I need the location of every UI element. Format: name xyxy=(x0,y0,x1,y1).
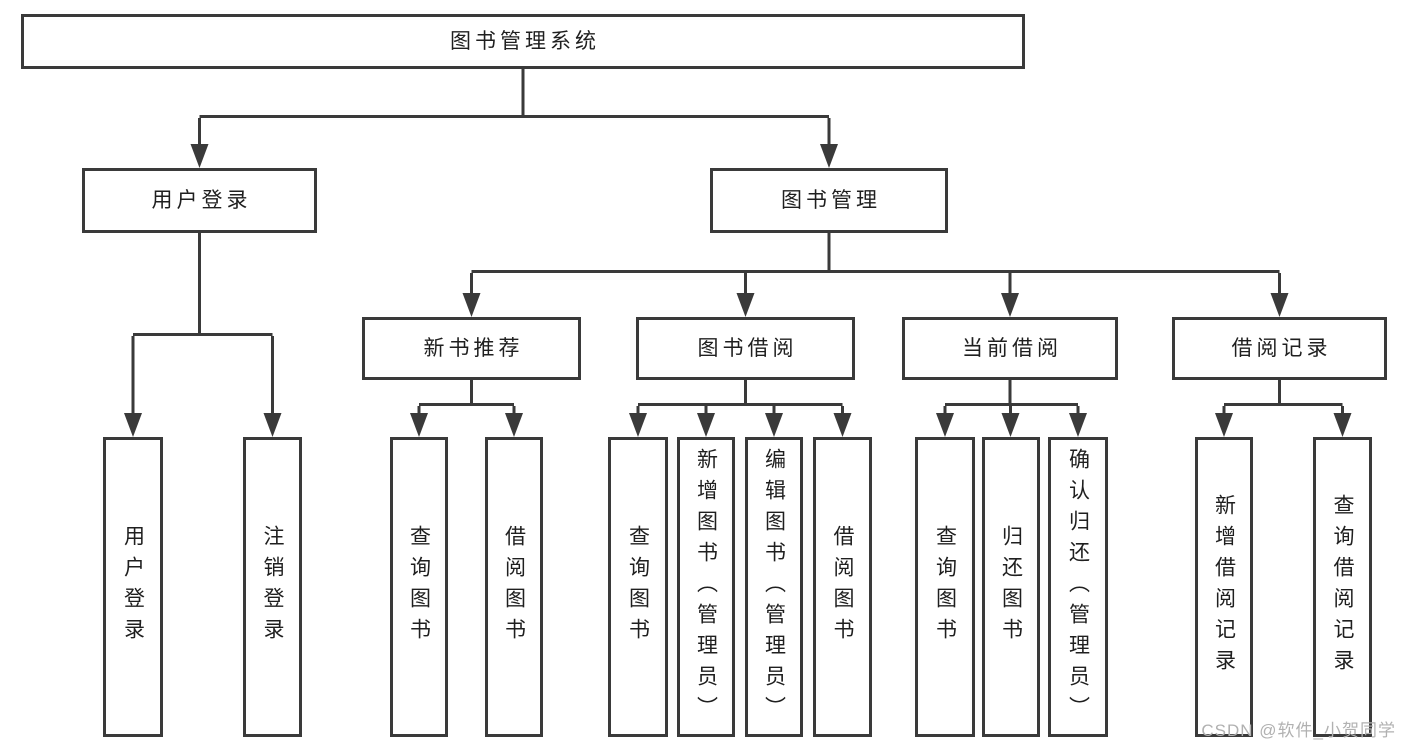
node-label: 归还图书 xyxy=(999,525,1023,649)
leaf-add-book-admin: 新增图书（管理员） xyxy=(677,437,735,737)
leaf-borrow-books-borrowing: 借阅图书 xyxy=(813,437,872,737)
leaf-return-book: 归还图书 xyxy=(982,437,1040,737)
node-borrowing-records: 借阅记录 xyxy=(1172,317,1387,380)
leaf-borrow-books-recommend: 借阅图书 xyxy=(485,437,543,737)
csdn-watermark: CSDN @软件_小贺同学 xyxy=(1201,721,1396,740)
node-label: 图书借阅 xyxy=(697,337,798,360)
leaf-logout: 注销登录 xyxy=(243,437,302,737)
node-current-borrowing: 当前借阅 xyxy=(902,317,1118,380)
node-label: 当前借阅 xyxy=(962,337,1062,360)
node-label: 新增图书（管理员） xyxy=(694,447,718,727)
node-root-library-system: 图书管理系统 xyxy=(21,14,1025,69)
node-label: 确认归还（管理员） xyxy=(1066,447,1090,727)
node-label: 用户登录 xyxy=(151,189,252,212)
node-label: 编辑图书（管理员） xyxy=(762,447,786,727)
node-label: 查询图书 xyxy=(407,525,431,649)
node-label: 新增借阅记录 xyxy=(1212,494,1236,680)
leaf-user-login: 用户登录 xyxy=(103,437,163,737)
node-label: 新书推荐 xyxy=(423,337,524,360)
node-label: 借阅图书 xyxy=(502,525,526,649)
node-label: 查询图书 xyxy=(933,525,957,649)
leaf-query-books-current: 查询图书 xyxy=(915,437,975,737)
node-label: 查询借阅记录 xyxy=(1331,494,1354,680)
arrowheads xyxy=(124,144,1352,437)
node-label: 借阅记录 xyxy=(1231,337,1332,360)
leaf-add-borrow-record: 新增借阅记录 xyxy=(1195,437,1253,737)
node-label: 图书管理 xyxy=(781,189,881,212)
node-book-borrowing: 图书借阅 xyxy=(636,317,855,380)
node-label: 用户登录 xyxy=(121,525,145,649)
node-book-management: 图书管理 xyxy=(710,168,948,233)
leaf-edit-book-admin: 编辑图书（管理员） xyxy=(745,437,803,737)
leaf-query-books-recommend: 查询图书 xyxy=(390,437,448,737)
leaf-query-books-borrowing: 查询图书 xyxy=(608,437,668,737)
node-label: 注销登录 xyxy=(261,525,284,649)
node-label: 图书管理系统 xyxy=(450,30,600,53)
leaf-confirm-return-admin: 确认归还（管理员） xyxy=(1048,437,1108,737)
node-label: 借阅图书 xyxy=(831,525,854,649)
leaf-query-borrow-record: 查询借阅记录 xyxy=(1313,437,1372,737)
node-label: 查询图书 xyxy=(626,525,650,649)
node-user-login: 用户登录 xyxy=(82,168,317,233)
node-new-book-recommend: 新书推荐 xyxy=(362,317,581,380)
